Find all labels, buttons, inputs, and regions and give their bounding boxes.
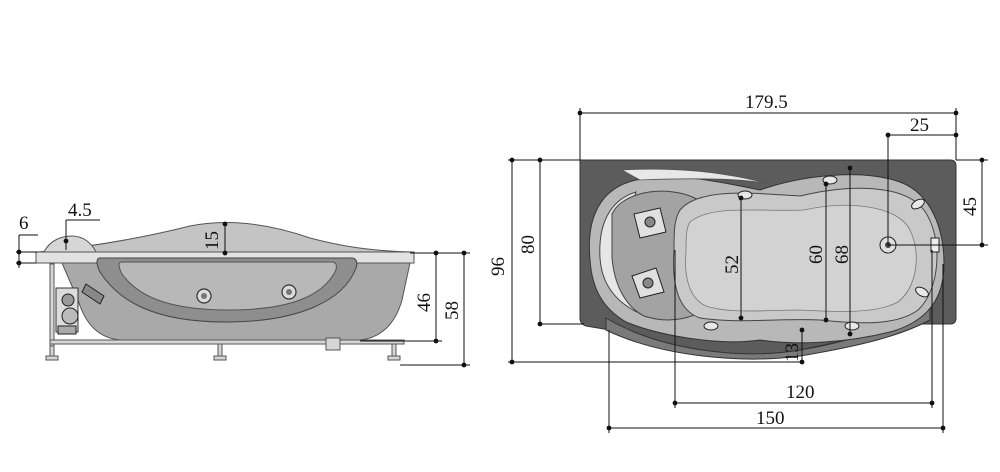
pillow-icon bbox=[633, 207, 667, 239]
dim-shell-width: 80 bbox=[518, 157, 584, 327]
front-band bbox=[605, 304, 931, 360]
dim-shell-length: 150 bbox=[606, 264, 946, 433]
dim-label: 68 bbox=[832, 245, 853, 264]
pillow-icon bbox=[631, 267, 665, 299]
dim-label: 60 bbox=[806, 245, 827, 264]
dim-overall-width: 96 bbox=[488, 157, 800, 365]
dim-basin-length: 120 bbox=[672, 250, 935, 408]
dim-label: 6 bbox=[19, 213, 29, 234]
headrest bbox=[43, 235, 97, 253]
support-frame bbox=[45, 263, 405, 361]
dim-overall-length: 179.5 bbox=[577, 92, 959, 160]
dim-label: 179.5 bbox=[745, 92, 788, 113]
jet-icon bbox=[915, 286, 929, 298]
jet-icon bbox=[911, 198, 925, 210]
dim-basin-52: 52 bbox=[722, 195, 744, 321]
jet-icon bbox=[703, 321, 719, 331]
dim-lip-height: 6 bbox=[16, 213, 38, 268]
dim-label: 46 bbox=[414, 293, 435, 312]
dim-label: 58 bbox=[442, 301, 463, 320]
rim-swoosh bbox=[620, 168, 771, 185]
dim-inner-depth: 46 bbox=[360, 250, 442, 344]
dim-label: 25 bbox=[910, 115, 929, 136]
dim-label: 45 bbox=[960, 197, 981, 216]
jet-icon bbox=[196, 288, 212, 304]
basin-bottom bbox=[685, 205, 917, 312]
dim-label: 120 bbox=[786, 382, 815, 403]
dim-drain-distance: 45 bbox=[888, 157, 988, 248]
dim-lip-width: 4.5 bbox=[63, 200, 100, 250]
dim-front-bulge: 13 bbox=[782, 327, 805, 365]
dim-label: 96 bbox=[488, 257, 509, 276]
tub-inner-panel bbox=[118, 261, 337, 311]
dim-label: 80 bbox=[518, 235, 539, 254]
dim-drain-offset: 25 bbox=[885, 115, 959, 245]
dim-label: 13 bbox=[782, 343, 803, 362]
jet-icon bbox=[281, 284, 297, 300]
side-view: 6 4.5 15 46 bbox=[16, 200, 470, 368]
top-view: 179.5 25 45 96 bbox=[488, 92, 988, 433]
dim-basin-60: 60 bbox=[806, 181, 829, 323]
dim-total-height: 58 bbox=[400, 250, 470, 368]
dim-label: 4.5 bbox=[68, 200, 92, 221]
pump-motor bbox=[55, 283, 105, 335]
jet-icon bbox=[844, 321, 860, 331]
dim-basin-68: 68 bbox=[832, 165, 853, 337]
dim-label: 15 bbox=[202, 231, 223, 250]
dim-label: 150 bbox=[756, 408, 785, 429]
dim-rim-rise: 15 bbox=[202, 221, 228, 256]
dim-label: 52 bbox=[722, 255, 743, 274]
